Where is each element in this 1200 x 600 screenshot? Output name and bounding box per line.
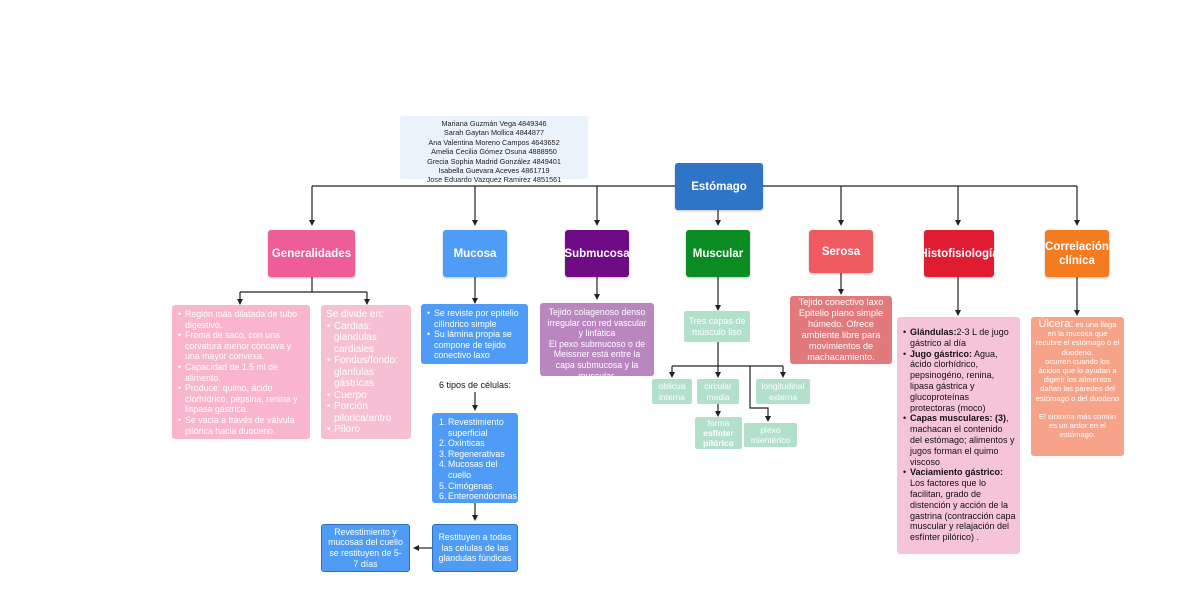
regions-heading: Se divide en: [326, 309, 384, 320]
list-item: Mucosas del cuello [439, 459, 513, 480]
node-label: Histofisiología [919, 247, 999, 260]
list-item: Porción pilorica/antro [327, 401, 406, 424]
node-mucosa[interactable]: Mucosa [443, 230, 507, 277]
sphincter-prefix: forma [707, 418, 730, 428]
ulcer-block: Úlcera: es una llaga en la mucosa que re… [1034, 318, 1121, 357]
list-item: Se reviste por epitelio cilíndrico simpl… [427, 308, 523, 329]
renewal-note: Restituyen a todas las celulas de las gl… [432, 524, 518, 572]
root-label: Estómago [691, 180, 747, 193]
list-item: Regenerativas [439, 449, 513, 460]
ulcer-definition: es una llaga en la mucosa que recubre el… [1035, 320, 1120, 357]
node-serosa[interactable]: Serosa [809, 230, 873, 273]
generalidades-notes: Región más dilatada de tubo digestivo. F… [172, 305, 310, 439]
serosa-notes: Tejido conectivo laxo Epitelio plano sim… [790, 296, 892, 364]
node-histofisiologia[interactable]: Histofisiología [919, 230, 999, 277]
stomach-regions-notes: Se divide en: Cardias: glandulas cardial… [321, 305, 411, 439]
ulcer-cause: ocurren cuando los ácidos que lo ayudan … [1035, 356, 1120, 403]
correlacion-notes: Úlcera: es una llaga en la mucosa que re… [1031, 317, 1124, 456]
node-label: Muscular [692, 247, 744, 260]
muscle-layers-note: Tres capas de músculo liso [684, 311, 750, 342]
sphincter-note: forma esfínter pilórico [695, 417, 742, 449]
list-item: Fondus/fondo: glanfulas gástricas [327, 355, 406, 390]
list-item: Cuerpo [327, 390, 406, 402]
list-item: Se vacia a través de válvula pilórica ha… [178, 415, 305, 436]
layer-longitudinal: longitudinal externa [756, 379, 810, 404]
root-node-estomago[interactable]: Estómago [675, 163, 763, 210]
list-item: Jugo gástrico: Agua, ácido clorhídrico, … [903, 349, 1016, 414]
node-muscular[interactable]: Muscular [686, 230, 750, 277]
layer-circular: circular media [697, 379, 739, 404]
node-label: Mucosa [453, 247, 497, 260]
mucosa-notes: Se reviste por epitelio cilíndrico simpl… [421, 304, 528, 364]
author-name: Jose Eduardo Vazquez Ramirez 4851561 [426, 175, 562, 185]
submucosa-text-2: El pexo submucoso o de Meissner está ent… [548, 338, 646, 381]
node-correlacion-clinica[interactable]: Correlación clínica [1045, 230, 1109, 277]
ulcer-heading: Úlcera: [1038, 318, 1074, 330]
list-item: Cardias: glandulas cardiales [327, 321, 406, 356]
list-item: Capacidad de 1.5 ml de alimento. [178, 362, 305, 383]
list-item: Región más dilatada de tubo digestivo. [178, 309, 305, 330]
author-name: Amelia Cecilia Gómez Osuna 4888950 [431, 147, 557, 157]
node-label: Generalidades [271, 247, 352, 260]
node-generalidades[interactable]: Generalidades [268, 230, 355, 277]
histofisiologia-notes: Glándulas:2-3 L de jugo gástrico al día … [897, 317, 1020, 554]
list-item: Produce: quimo, ácido clorhídrico, pepsi… [178, 383, 305, 415]
node-label: Submucosa [564, 247, 630, 260]
cell-types-list: Revestimiento superficial Oxínticas Rege… [432, 413, 518, 503]
node-label: Correlación clínica [1045, 240, 1109, 267]
layer-oblique: oblicua interna [652, 379, 692, 404]
author-name: Ana Valentina Moreno Campos 4643652 [428, 137, 560, 147]
author-name: Sarah Gaytan Mollica 4844877 [443, 128, 545, 138]
sphincter-label: esfínter pilórico [703, 428, 734, 449]
author-name: Grecia Sophia Madrid González 4849401 [427, 156, 561, 166]
plexus-note: plexo mientérico [744, 423, 797, 447]
list-item: Froma de saco, con una corvatura menor c… [178, 330, 305, 362]
list-item: Revestimiento superficial [439, 417, 513, 438]
list-item: Glándulas:2-3 L de jugo gástrico al día [903, 327, 1016, 349]
list-item: Su lámina propia se compone de tejido co… [427, 329, 523, 361]
renewal-side-note: Revestimiento y mucosas del cuello se re… [321, 524, 410, 572]
node-label: Serosa [821, 245, 861, 258]
ulcer-symptom: El síntoma más común es un ardor en el e… [1038, 411, 1117, 440]
author-name: Isabella Guevara Aceves 4861719 [438, 166, 550, 176]
list-item: Oxínticas [439, 438, 513, 449]
cell-types-label: 6 tipos de células: [438, 380, 512, 390]
authors-box: Mariana Guzmán Vega 4849346 Sarah Gaytan… [400, 116, 588, 184]
node-submucosa[interactable]: Submucosa [564, 230, 630, 277]
list-item: Capas musculares: (3), machacan el conte… [903, 413, 1016, 467]
list-item: Cimógenas [439, 481, 513, 492]
list-item: Enteroendócrinas [439, 491, 517, 502]
list-item: Vaciamiento gástrico: Los factores que l… [903, 467, 1016, 543]
list-item: Píloro [327, 424, 406, 436]
submucosa-text-1: Tejido colagenoso denso irregular con re… [547, 307, 647, 339]
submucosa-notes: Tejido colagenoso denso irregular con re… [540, 303, 654, 381]
author-name: Mariana Guzmán Vega 4849346 [441, 119, 547, 128]
